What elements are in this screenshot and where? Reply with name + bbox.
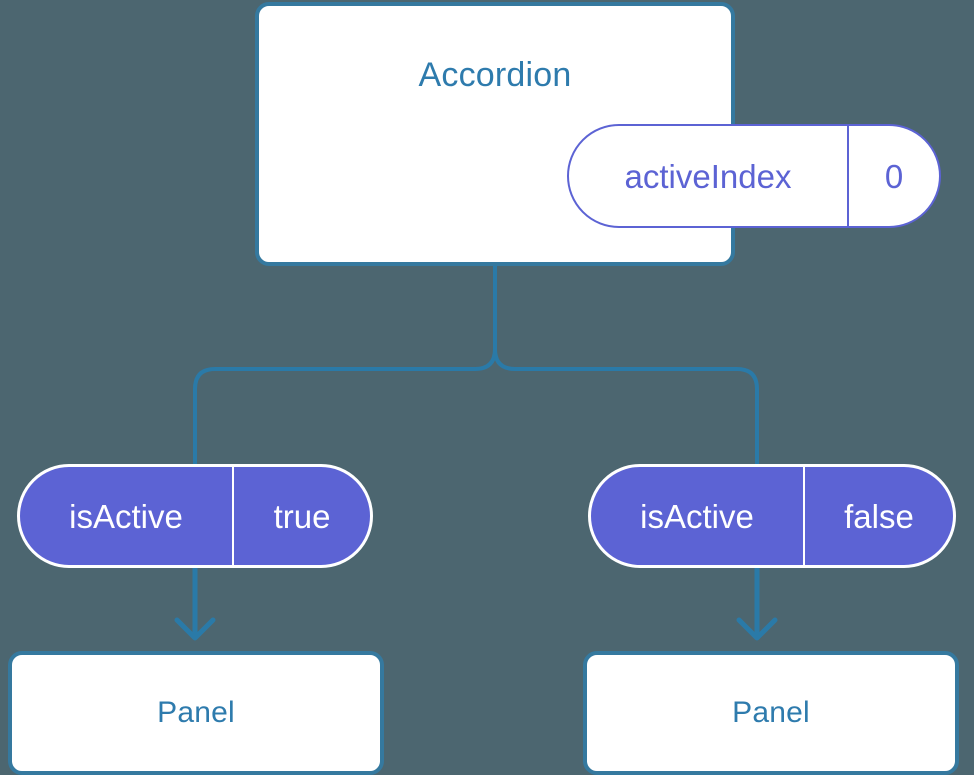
component-card-accordion[interactable]: Accordion activeIndex 0 [255, 2, 941, 266]
component-title-panel: Panel [732, 696, 810, 729]
arrow-left-pill-to-panel [174, 565, 216, 641]
prop-pill-value: false [844, 497, 914, 535]
component-title-panel: Panel [157, 696, 235, 729]
prop-pill-is-active-true[interactable]: isActive true [17, 464, 373, 568]
state-pill-active-index[interactable]: activeIndex 0 [567, 124, 941, 228]
prop-pill-key: isActive [20, 467, 234, 565]
prop-pill-key: isActive [591, 467, 805, 565]
component-title-accordion: Accordion [418, 56, 572, 94]
state-pill-value: 0 [884, 157, 904, 195]
component-card-panel-left[interactable]: Panel [8, 651, 384, 775]
state-pill-key: activeIndex [569, 126, 849, 226]
connector-root-to-left-pill [193, 264, 497, 466]
prop-pill-value: true [273, 497, 331, 535]
arrow-right-pill-to-panel [736, 565, 778, 641]
connector-root-to-right-pill [493, 264, 759, 466]
component-card-panel-right[interactable]: Panel [583, 651, 959, 775]
prop-pill-is-active-false[interactable]: isActive false [588, 464, 956, 568]
